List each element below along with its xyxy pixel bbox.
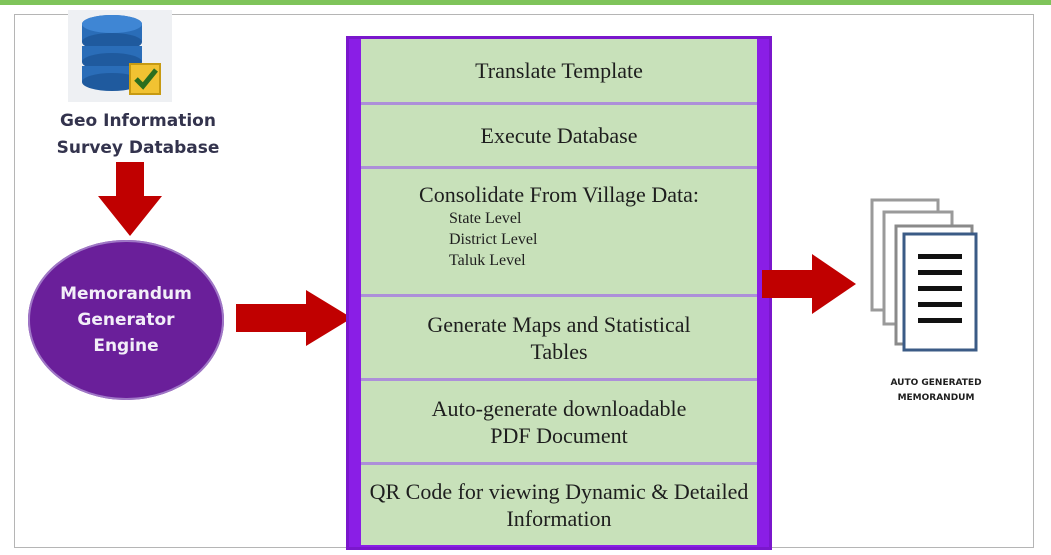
step-qr-code: QR Code for viewing Dynamic & Detailed I… <box>361 465 757 545</box>
step-text: QR Code for viewing Dynamic & Detailed I… <box>369 479 749 531</box>
output-label: AUTO GENERATED MEMORANDUM <box>866 376 1006 406</box>
database-label: Geo Information Survey Database <box>30 108 246 162</box>
right-arrow-to-process <box>236 290 352 346</box>
level-item-taluk: Taluk Level <box>449 252 526 269</box>
memorandum-generator-engine: Memorandum Generator Engine <box>28 240 224 400</box>
level-item-district: District Level <box>449 231 538 248</box>
database-label-line2: Survey Database <box>56 138 220 158</box>
level-item-state: State Level <box>449 210 522 227</box>
engine-label: Memorandum Generator Engine <box>46 281 206 359</box>
step-auto-generate-pdf: Auto-generate downloadable PDF Document <box>361 381 757 465</box>
output-label-line2: MEMORANDUM <box>897 393 975 403</box>
down-arrow <box>98 162 162 236</box>
step-text: Auto-generate downloadable PDF Document <box>431 395 687 448</box>
step-execute-database: Execute Database <box>361 105 757 169</box>
engine-label-line1: Memorandum <box>60 284 192 304</box>
step-generate-maps: Generate Maps and Statistical Tables <box>361 297 757 381</box>
step-text: Execute Database <box>480 123 638 148</box>
step-consolidate-village-data: Consolidate From Village Data: State Lev… <box>361 169 757 297</box>
engine-label-line2: Generator <box>77 310 175 330</box>
step-translate-template: Translate Template <box>361 39 757 105</box>
document-stack-icon <box>870 198 978 352</box>
process-steps-panel: Translate Template Execute Database Cons… <box>346 36 772 550</box>
level-list: State Level District Level Taluk Level <box>449 208 537 271</box>
database-label-line1: Geo Information <box>60 111 216 131</box>
step-text: Consolidate From Village Data: <box>419 182 699 207</box>
right-arrow-to-output <box>762 254 856 314</box>
step-text: Generate Maps and Statistical Tables <box>427 311 691 364</box>
step-text: Translate Template <box>475 58 643 83</box>
database-check-icon <box>68 10 172 102</box>
output-label-line1: AUTO GENERATED <box>890 378 982 388</box>
engine-label-line3: Engine <box>93 336 159 356</box>
